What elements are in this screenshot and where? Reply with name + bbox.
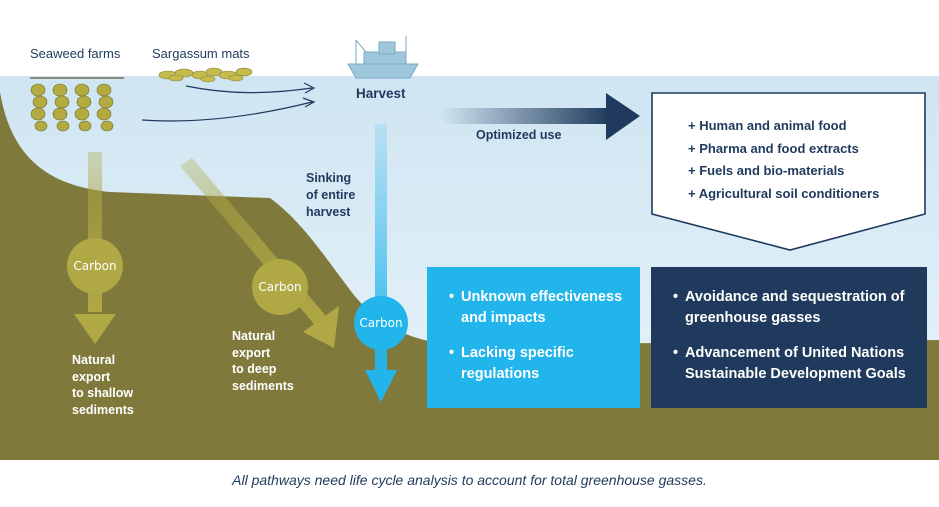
- optimized-outcome-item: Avoidance and sequestration of greenhous…: [673, 287, 913, 329]
- sinking-line-3: harvest: [306, 205, 351, 219]
- deep-line-3: to deep: [232, 362, 277, 376]
- sinking-outcome-item: Lacking specific regulations: [449, 343, 626, 385]
- deep-line-1: Natural: [232, 329, 276, 343]
- uses-list: + Human and animal food + Pharma and foo…: [688, 116, 879, 206]
- sinking-outcome-item: Unknown effectiveness and impacts: [449, 287, 626, 329]
- harvest-arrows: [141, 82, 316, 122]
- shallow-line-1: Natural: [72, 353, 116, 367]
- carbon-label-deep: Carbon: [258, 280, 302, 294]
- shallow-line-3: to shallow: [72, 386, 134, 400]
- harvest-label: Harvest: [356, 86, 406, 101]
- use-item: + Fuels and bio-materials: [688, 163, 845, 178]
- deep-line-4: sediments: [232, 378, 294, 393]
- shallow-line-4: sediments: [72, 402, 134, 417]
- optimized-use-arrow: [440, 93, 640, 140]
- carbon-label-sinking: Carbon: [359, 316, 403, 330]
- sinking-arrow: [354, 124, 408, 402]
- optimized-outcomes-box: Avoidance and sequestration of greenhous…: [651, 267, 927, 408]
- sargassum-icon: [158, 67, 253, 83]
- sinking-line-2: of entire: [306, 188, 356, 202]
- boat-icon: [347, 36, 419, 79]
- shallow-export-label: Natural export to shallow sediments: [72, 352, 134, 418]
- shallow-export-arrow: [67, 152, 123, 344]
- sinking-outcomes-box: Unknown effectiveness and impacts Lackin…: [427, 267, 640, 408]
- shallow-line-2: export: [72, 369, 111, 384]
- seaweed-farms-label: Seaweed farms: [30, 46, 121, 61]
- seaweed-icon: [30, 83, 114, 132]
- uses-panel: [651, 92, 926, 251]
- use-item: + Agricultural soil conditioners: [688, 185, 880, 201]
- sargassum-mats-label: Sargassum mats: [152, 46, 250, 61]
- optimized-use-label: Optimized use: [476, 128, 562, 142]
- optimized-outcome-item: Advancement of United Nations Sustainabl…: [673, 343, 913, 385]
- deep-export-label: Natural export to deep sediments: [232, 328, 294, 394]
- sinking-label: Sinking of entire harvest: [306, 170, 355, 221]
- caption-bar: [0, 460, 939, 507]
- carbon-label-shallow: Carbon: [73, 259, 117, 273]
- use-item: + Pharma and food extracts: [688, 140, 859, 156]
- deep-line-2: export: [232, 345, 271, 360]
- sinking-line-1: Sinking: [306, 171, 352, 185]
- deep-export-arrow: [180, 158, 339, 348]
- footer-note: All pathways need life cycle analysis to…: [232, 472, 707, 488]
- use-item: + Human and animal food: [688, 118, 847, 133]
